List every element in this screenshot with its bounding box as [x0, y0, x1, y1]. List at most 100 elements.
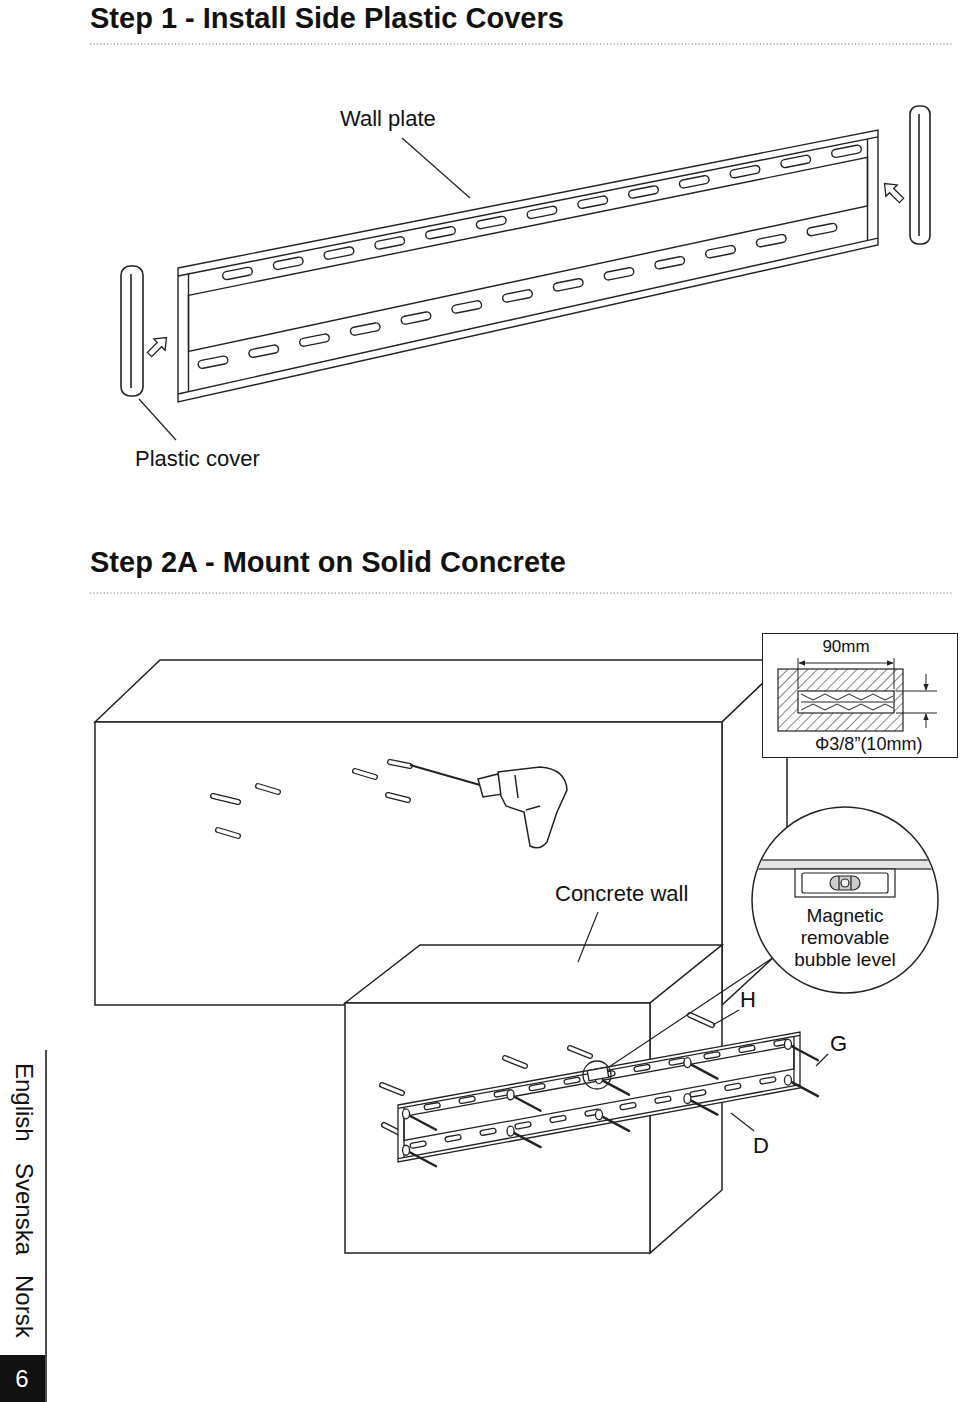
wall-plate-figure	[502, 289, 533, 303]
wall-plate-figure	[669, 1058, 686, 1066]
language-tab-rule	[45, 1050, 47, 1402]
language-tab: Norsk	[10, 1275, 38, 1338]
heading-rule	[90, 43, 952, 44]
detail-circle	[752, 807, 938, 993]
leader-line	[139, 399, 176, 440]
drill	[498, 767, 567, 848]
wall-anchor	[355, 771, 375, 777]
wall-plate-figure	[550, 1115, 567, 1123]
wall-plate-figure	[620, 1102, 637, 1110]
screw	[596, 1110, 603, 1120]
wall-plate-figure	[273, 256, 304, 270]
wall-plate-figure	[451, 300, 482, 314]
wall-anchor	[388, 795, 408, 800]
wall-plate-figure	[515, 1121, 532, 1129]
wall-plate-figure	[654, 256, 685, 270]
wall-anchor	[258, 786, 278, 792]
bubble-level	[802, 873, 888, 893]
wall-anchor	[690, 1015, 712, 1025]
dimension-line	[798, 658, 799, 689]
leader-line	[578, 912, 598, 962]
dimension-line	[896, 713, 937, 714]
wall-plate-figure	[628, 185, 659, 199]
bubble-level-small	[583, 1061, 611, 1089]
wall-anchor	[570, 1048, 590, 1056]
wall-plate-figure	[529, 1083, 546, 1091]
screw	[403, 1109, 410, 1119]
screw	[599, 1115, 629, 1131]
language-tab-rule	[45, 1050, 47, 1402]
wall-plate-figure	[655, 1096, 672, 1104]
wall-plate-figure	[410, 1141, 427, 1149]
dimension-line	[894, 658, 895, 689]
dimension-detail: 90mmΦ3/8”(10mm)	[762, 633, 958, 758]
wall-anchor	[388, 795, 408, 800]
drill-hole	[798, 691, 894, 713]
wall-plate-figure	[424, 1102, 441, 1110]
direction-arrow	[144, 178, 907, 360]
wall-plate-figure	[604, 267, 635, 281]
screw	[784, 1039, 791, 1049]
anchor-plug	[801, 694, 893, 700]
plastic-cover	[121, 266, 143, 396]
wall-anchor	[570, 1048, 590, 1056]
wall-plate-figure	[188, 274, 189, 392]
dimension-line	[799, 663, 893, 664]
wall-plate-figure	[679, 175, 710, 189]
wall-anchor	[382, 1085, 402, 1093]
screw	[403, 1145, 410, 1155]
anchor-plug	[801, 702, 893, 703]
wall-plate-figure	[398, 1032, 800, 1162]
part-label: Plastic cover	[135, 446, 260, 471]
dimension-line	[926, 714, 927, 728]
screw	[687, 1099, 717, 1115]
wall-anchor	[382, 1085, 402, 1093]
step-heading: Step 1 - Install Side Plastic Covers	[90, 2, 564, 35]
wall-anchor	[390, 762, 410, 766]
drill	[515, 775, 518, 798]
wall-plate-figure	[564, 1077, 581, 1085]
node-text: 6	[15, 1365, 28, 1393]
page-number: 6	[0, 1355, 45, 1402]
wall-plate-figure	[705, 245, 736, 259]
wall-plate-figure	[299, 333, 330, 347]
screw	[788, 1044, 818, 1060]
concrete-block	[95, 660, 787, 722]
part-label: Wall plate	[340, 106, 436, 131]
direction-arrow	[144, 332, 172, 360]
bubble-level-small	[587, 1067, 608, 1080]
part-label: H	[740, 987, 756, 1012]
leader-line	[816, 1054, 828, 1066]
leader-line	[609, 955, 777, 1067]
wall-plate-figure	[780, 155, 811, 169]
wall-anchor	[213, 762, 410, 836]
wall-plate-figure	[480, 1128, 497, 1136]
drill	[410, 765, 480, 785]
screw	[507, 1090, 514, 1100]
wall-plate-figure	[725, 1083, 742, 1091]
concrete-section	[778, 669, 903, 731]
wall-plate-figure	[324, 246, 355, 260]
node-text: 90mm	[822, 637, 869, 657]
wall-plate-figure	[690, 1089, 707, 1097]
wall-anchor	[218, 830, 238, 836]
bubble-level	[750, 860, 940, 869]
wall-plate-figure	[425, 226, 456, 240]
screw	[406, 1114, 436, 1130]
bubble-level	[838, 876, 839, 890]
screw	[788, 1080, 818, 1096]
wall-plate-figure	[459, 1096, 476, 1104]
concrete-block	[95, 722, 722, 1005]
dimension-line	[798, 658, 937, 728]
heading-rule	[90, 44, 952, 593]
wall-anchor	[505, 1058, 525, 1066]
language-tab: Svenska	[10, 1163, 38, 1255]
bubble-level	[850, 876, 851, 890]
wall-plate-figure	[730, 165, 761, 179]
wall-plate-figure	[634, 1064, 651, 1072]
wall-anchor	[258, 786, 278, 792]
leader-line	[713, 1010, 739, 1025]
wall-plate-figure	[198, 355, 229, 369]
language-tab: English	[10, 1063, 38, 1142]
drill	[526, 806, 540, 810]
